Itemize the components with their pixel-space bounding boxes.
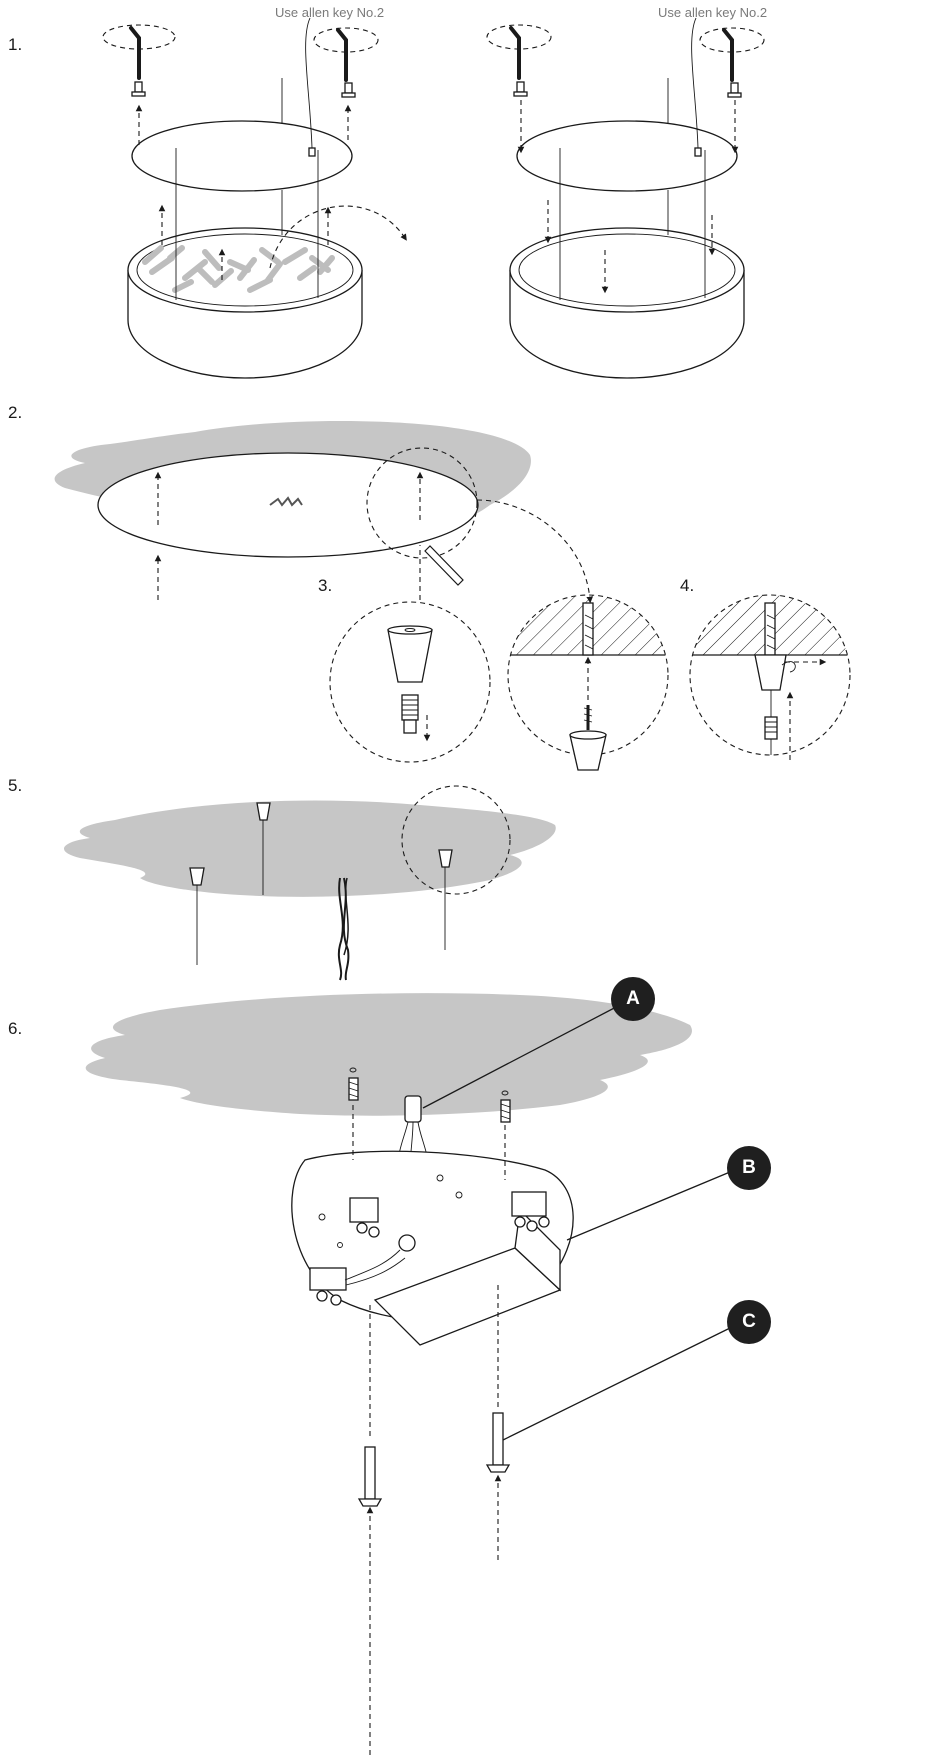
terminal-blocks [309, 1191, 550, 1306]
step-3-detail-right [507, 594, 669, 771]
cable-bundle [337, 877, 350, 981]
step-1-left-diagram [102, 17, 407, 379]
ceiling-shape-step-6 [85, 993, 692, 1116]
step-6-diagram [291, 1004, 731, 1755]
allen-key-note-right: Use allen key No.2 [658, 5, 768, 20]
step-4-label: 4. [680, 576, 695, 595]
step-2-label: 2. [8, 403, 23, 422]
callout-a: A [611, 977, 655, 1021]
step-1-label: 1. [8, 35, 23, 54]
step-6-label: 6. [8, 1019, 23, 1038]
step-3-label: 3. [318, 576, 333, 595]
screw-icon [131, 81, 356, 98]
allen-key-note-left: Use allen key No.2 [275, 5, 385, 20]
callout-c: C [727, 1300, 771, 1344]
step-1-right-diagram [486, 17, 765, 379]
step-3-detail-left [329, 601, 491, 763]
packing-material [142, 245, 335, 293]
step-5-label: 5. [8, 776, 23, 795]
step-5-diagram [189, 785, 511, 981]
step-2-diagram [97, 447, 594, 604]
ceiling-shape-step-5 [63, 800, 556, 897]
allen-key-icon [102, 24, 379, 82]
step-4-detail [689, 594, 851, 760]
callout-b: B [727, 1146, 771, 1190]
